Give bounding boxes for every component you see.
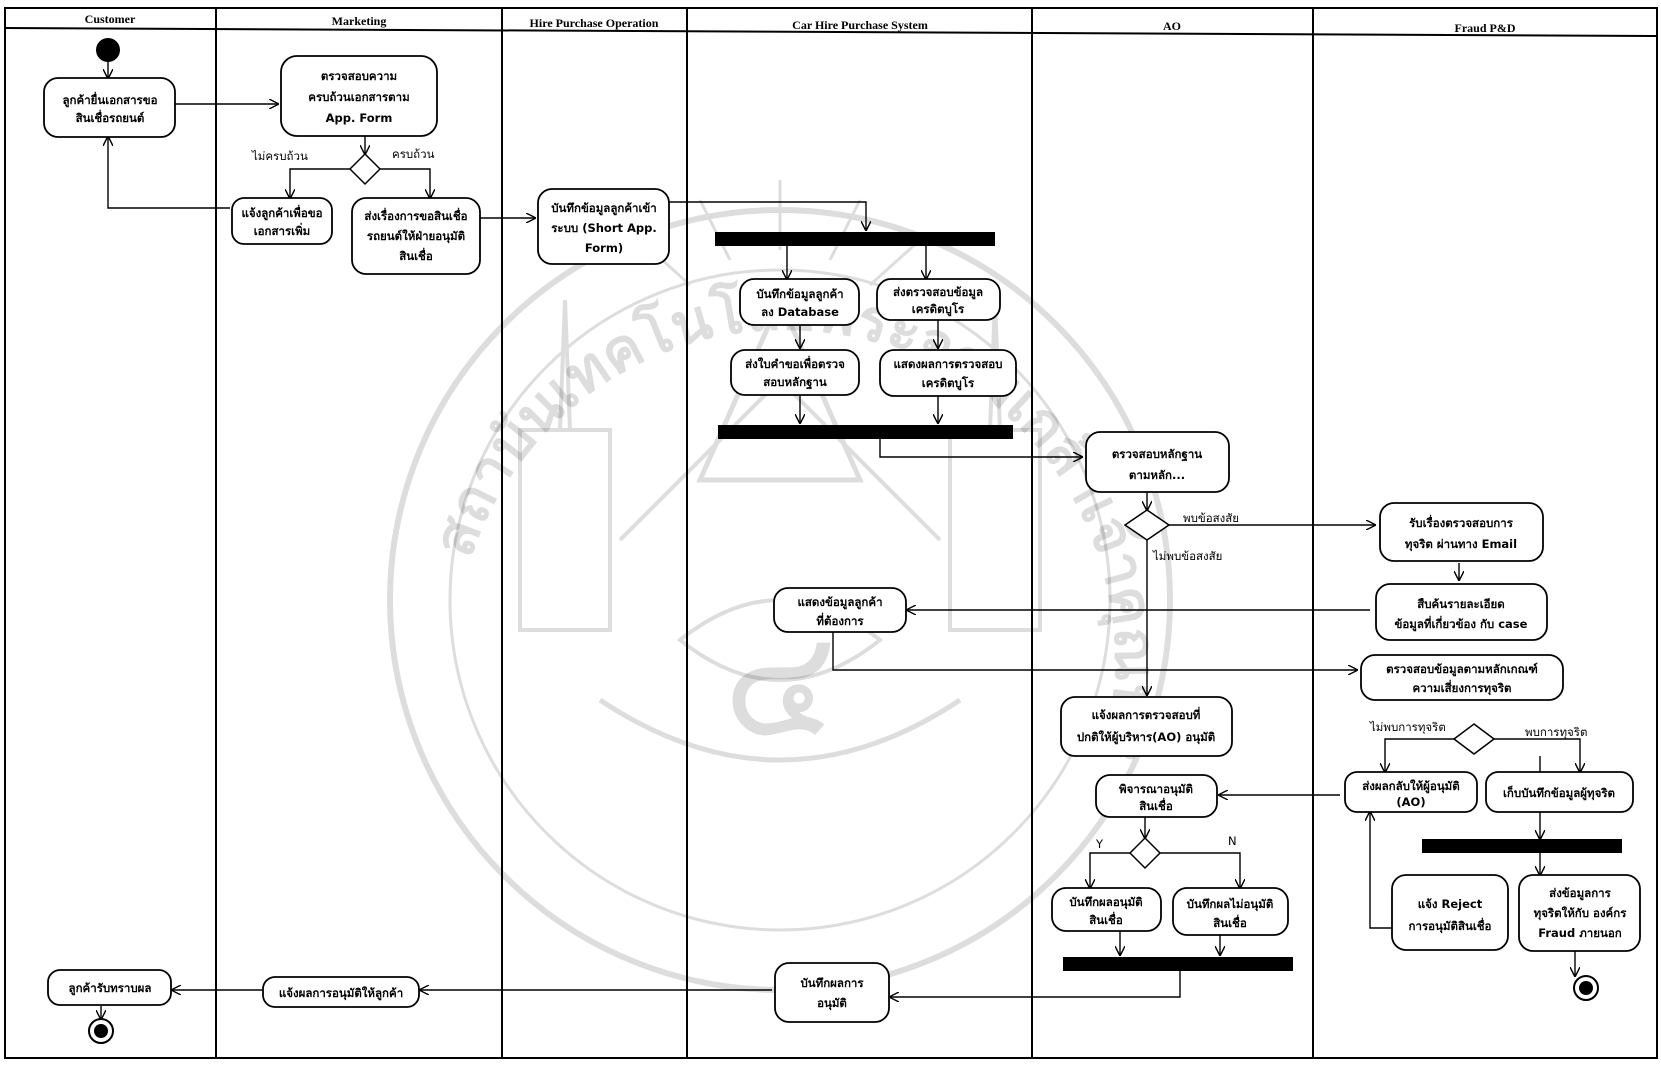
label-sys-save-result: บันทึกผลการอนุมัติ bbox=[800, 976, 864, 1011]
guard-fraud: พบการทุจริต bbox=[1525, 725, 1587, 739]
action-sys-save-db bbox=[739, 278, 860, 326]
action-mkt-notify-result bbox=[262, 976, 420, 1008]
label-customer-receive: ลูกค้ารับทราบผล bbox=[69, 981, 152, 996]
sync-bars bbox=[715, 232, 1622, 971]
decision-diamonds bbox=[348, 152, 1496, 870]
action-sys-show-credit bbox=[879, 349, 1017, 397]
label-customer-submit: ลูกค้ายื่นเอกสารขอสินเชื่อรถยนต์ bbox=[63, 91, 158, 125]
action-ao-report bbox=[1060, 696, 1233, 757]
action-sys-send-credit bbox=[876, 278, 1001, 321]
label-fraud-search: สืบค้นรายละเอียดข้อมูลที่เกี่ยวข้อง กับ … bbox=[1395, 597, 1528, 632]
action-mkt-notify-more-docs bbox=[231, 197, 333, 245]
lane-customer-title: Customer bbox=[85, 12, 136, 26]
action-ao-reject bbox=[1172, 887, 1289, 936]
guard-yes: Y bbox=[1095, 837, 1104, 851]
guard-no: N bbox=[1228, 834, 1237, 848]
guard-not-suspicious: ไม่พบข้อสงสัย bbox=[1152, 549, 1222, 563]
guard-incomplete: ไม่ครบถ้วน bbox=[251, 149, 308, 163]
action-fraud-send-external bbox=[1518, 874, 1641, 952]
action-fraud-search bbox=[1375, 583, 1548, 641]
label-sys-save-db: บันทึกข้อมูลลูกค้าลง Database bbox=[756, 287, 843, 319]
label-sys-send-credit: ส่งตรวจสอบข้อมูลเครดิตบูโร bbox=[893, 285, 983, 317]
guard-suspicious: พบข้อสงสัย bbox=[1183, 511, 1239, 525]
guard-no-fraud: ไม่พบการทุจริต bbox=[1369, 720, 1446, 734]
action-fraud-receive bbox=[1379, 502, 1544, 562]
swimlane-frame bbox=[4, 7, 1658, 1059]
end-node-fraud bbox=[1573, 975, 1599, 1001]
lane-car-hire-purchase-system-title: Car Hire Purchase System bbox=[792, 18, 928, 32]
action-fraud-verify-risk bbox=[1360, 654, 1564, 701]
action-sys-send-request bbox=[730, 349, 860, 396]
flow-arrows bbox=[101, 62, 1580, 1019]
action-ao-consider bbox=[1095, 774, 1218, 818]
label-sys-show-cust: แสดงข้อมูลลูกค้าที่ต้องการ bbox=[797, 595, 882, 628]
action-fraud-return-ao bbox=[1344, 771, 1478, 813]
guard-complete: ครบถ้วน bbox=[392, 147, 435, 161]
label-ao-approve: บันทึกผลอนุมัติสินเชื่อ bbox=[1069, 895, 1142, 927]
action-ao-check-evidence bbox=[1085, 431, 1230, 493]
action-ao-approve bbox=[1051, 887, 1162, 932]
label-fraud-keep: เก็บบันทึกข้อมูลผู้ทุจริต bbox=[1503, 785, 1615, 801]
lane-hire-purchase-operation-title: Hire Purchase Operation bbox=[530, 16, 659, 30]
label-mkt-send: ส่งเรื่องการขอสินเชื่อรถยนต์ให้ฝ่ายอนุมั… bbox=[364, 207, 467, 263]
action-fraud-notify-reject bbox=[1391, 874, 1509, 951]
end-node-customer bbox=[88, 1018, 114, 1044]
label-fraud-verify: ตรวจสอบข้อมูลตามหลักเกณฑ์ความเสี่ยงการทุ… bbox=[1386, 662, 1538, 696]
lane-ao-title: AO bbox=[1163, 19, 1181, 33]
lane-marketing-title: Marketing bbox=[332, 14, 387, 28]
label-fraud-receive: รับเรื่องตรวจสอบการทุจริต ผ่านทาง Email bbox=[1405, 514, 1517, 552]
label-ao-reject: บันทึกผลไม่อนุมัติสินเชื่อ bbox=[1187, 897, 1274, 930]
label-ao-report: แจ้งผลการตรวจสอบที่ปกติให้ผู้บริหาร(AO) … bbox=[1077, 706, 1215, 745]
label-ao-consider: พิจารณาอนุมัติสินเชื่อ bbox=[1119, 782, 1193, 813]
label-sys-show-credit: แสดงผลการตรวจสอบเครดิตบูโร bbox=[894, 357, 1003, 391]
action-mkt-send-approval bbox=[351, 197, 481, 275]
action-sys-show-customer bbox=[773, 587, 907, 633]
action-mkt-check-docs bbox=[280, 55, 438, 137]
label-fraud-return: ส่งผลกลับให้ผู้อนุมัติ(AO) bbox=[1362, 779, 1459, 809]
start-node bbox=[96, 38, 120, 62]
action-hpo-record-data bbox=[537, 188, 670, 265]
action-sys-save-result bbox=[774, 962, 890, 1023]
label-mkt-notify-more: แจ้งลูกค้าเพื่อขอเอกสารเพิ่ม bbox=[241, 204, 322, 238]
label-mkt-notify-result: แจ้งผลการอนุมัติให้ลูกค้า bbox=[279, 986, 403, 1001]
label-sys-send-req: ส่งใบคำขอเพื่อตรวจสอบหลักฐาน bbox=[745, 355, 845, 390]
action-customer-submit-docs bbox=[43, 77, 176, 138]
label-ao-check: ตรวจสอบหลักฐานตามหลัก... bbox=[1112, 447, 1202, 482]
lane-fraud-title: Fraud P&D bbox=[1455, 21, 1516, 35]
label-hpo-record: บันทึกข้อมูลลูกค้าเข้าระบบ (Short App.Fo… bbox=[551, 201, 657, 255]
action-fraud-keep-record bbox=[1485, 771, 1634, 813]
action-customer-receive bbox=[47, 969, 172, 1006]
